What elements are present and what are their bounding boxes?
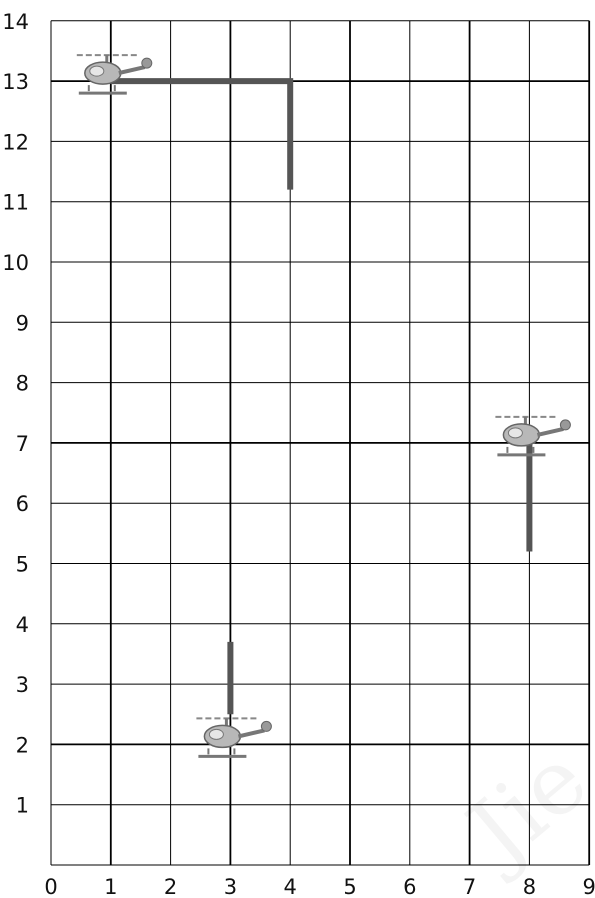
helicopter-3 (194, 716, 274, 759)
y-tick-label: 7 (16, 432, 29, 456)
x-tick-label: 8 (523, 875, 536, 898)
x-tick-label: 1 (104, 875, 117, 898)
helicopter-icon (74, 53, 154, 96)
y-tick-label: 1 (16, 794, 29, 818)
x-tick-label: 6 (403, 875, 416, 898)
flight-paths (110, 78, 533, 715)
x-tick-label: 9 (583, 875, 595, 898)
y-tick-label: 3 (16, 673, 29, 697)
y-tick-label: 6 (16, 492, 29, 516)
x-tick-label: 4 (284, 875, 297, 898)
x-tick-label: 5 (343, 875, 356, 898)
y-tick-label: 14 (2, 10, 29, 34)
x-tick-label: 3 (224, 875, 237, 898)
y-tick-label: 5 (16, 553, 29, 577)
y-tick-label: 10 (2, 251, 29, 275)
y-tick-label: 11 (2, 191, 29, 215)
helicopter-icon (194, 716, 274, 759)
x-tick-label: 7 (463, 875, 476, 898)
y-tick-label: 9 (16, 311, 29, 335)
y-tick-label: 8 (16, 372, 29, 396)
grid-lines (50, 20, 591, 866)
helicopter-icon (493, 414, 573, 457)
y-tick-label: 12 (2, 130, 29, 154)
x-tick-label: 2 (164, 875, 177, 898)
helicopter-1 (74, 53, 154, 96)
helicopters (74, 53, 573, 759)
helicopter-2 (493, 414, 573, 457)
x-tick-label: 0 (44, 875, 57, 898)
y-tick-label: 2 (16, 733, 29, 757)
flight-path-1 (110, 78, 294, 190)
y-tick-label: 4 (16, 613, 29, 637)
y-tick-label: 13 (2, 70, 29, 94)
